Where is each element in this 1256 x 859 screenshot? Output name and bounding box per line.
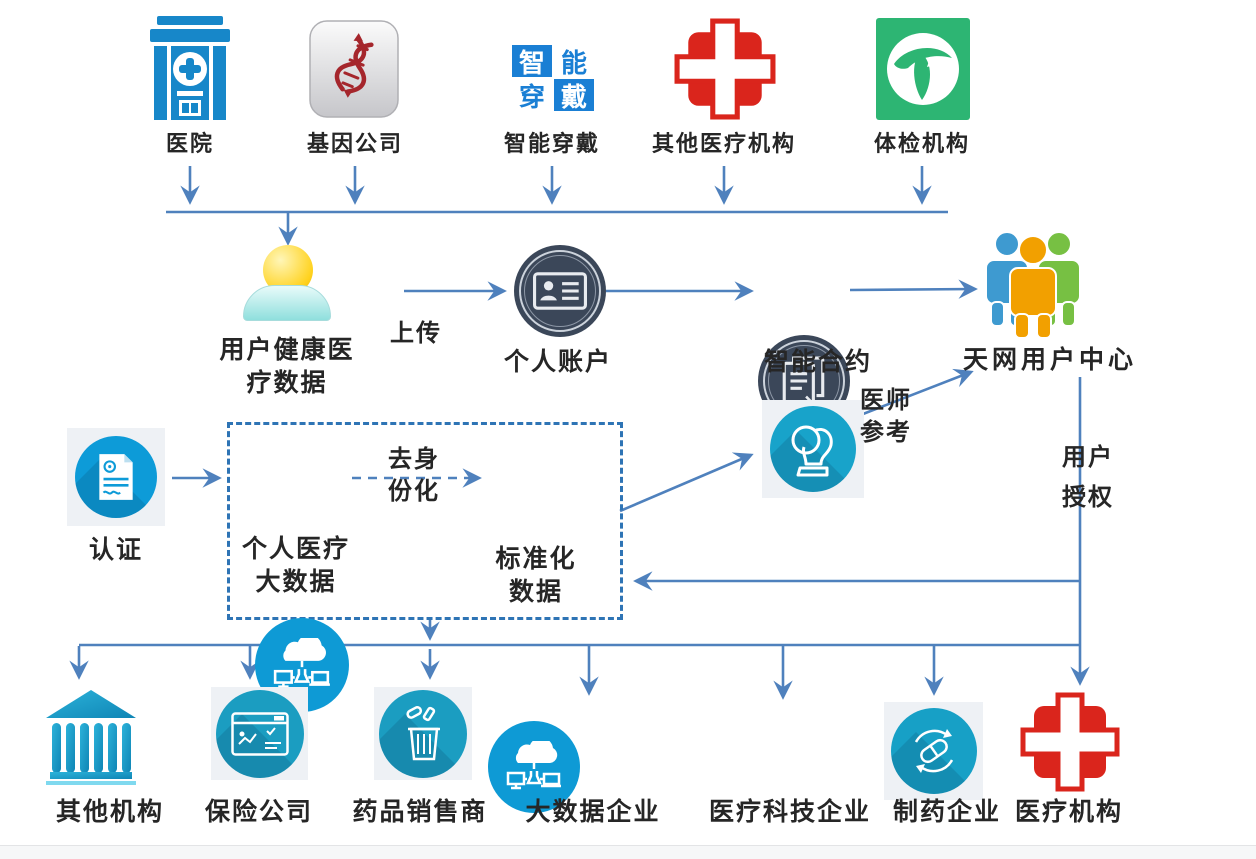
insurance-company-node [211, 687, 308, 780]
smart-wearable-label: 智能穿戴 [503, 131, 600, 156]
physician-reference-node [762, 400, 864, 498]
medical-orgs-node [1018, 692, 1122, 797]
person-body-icon [243, 285, 331, 321]
personal-medical-bigdata-label: 个人医疗 大数据 [241, 535, 350, 596]
personal-account-node [514, 245, 606, 337]
smart-wearable-logo: 智 能 穿 戴 [512, 45, 594, 112]
trash-bin-icon [379, 689, 467, 778]
cloud-data-icon [506, 741, 561, 790]
drug-seller-label: 药品销售商 [352, 798, 488, 826]
wearable-char-1: 智 [512, 45, 552, 78]
bottom-window-strip [0, 845, 1256, 859]
drug-seller-node [374, 687, 472, 780]
bank-building-icon [46, 690, 136, 785]
user-health-data-node [243, 245, 331, 321]
user-group-icon [985, 231, 1081, 339]
physician-reference-icon [770, 406, 856, 492]
upload-edge-label: 上传 [390, 320, 442, 347]
hospital-icon [150, 16, 230, 120]
dna-icon [309, 20, 399, 118]
edge-physician-to-center [862, 368, 974, 416]
other-medical-orgs-node [674, 18, 776, 125]
physical-exam-org-node [876, 18, 970, 125]
cloud-data-icon [273, 638, 330, 688]
deidentification-dashed-box [227, 422, 623, 620]
pharma-enterprise-node [884, 702, 983, 800]
standardized-data-label: 标准化 数据 [495, 545, 577, 606]
gene-company-node [309, 20, 399, 123]
other-institutions-node [44, 688, 138, 791]
physical-exam-org-label: 体检机构 [873, 131, 970, 156]
wearable-char-2: 能 [560, 47, 587, 78]
edge-contract-to-center [849, 279, 978, 299]
deidentification-edge-label: 去身 份化 [388, 446, 440, 505]
standardized-data-node [488, 721, 580, 813]
physician-reference-label: 医师 参考 [860, 387, 912, 446]
personal-account-label: 个人账户 [503, 348, 612, 376]
insurance-browser-icon [215, 689, 304, 778]
edge-box-to-physician [619, 452, 754, 513]
user-authorization-edge-label: 用户 授权 [1062, 444, 1114, 511]
medical-orgs-label: 医疗机构 [1014, 798, 1123, 826]
gene-company-label: 基因公司 [306, 131, 403, 156]
wearable-char-4: 戴 [554, 79, 594, 112]
insurance-company-label: 保险公司 [204, 798, 313, 826]
other-medical-orgs-label: 其他医疗机构 [651, 131, 796, 156]
wearable-char-3: 穿 [518, 81, 545, 112]
user-health-data-label: 用户健康医 疗数据 [219, 336, 355, 397]
certificate-icon [75, 436, 157, 518]
hospital-node [147, 16, 233, 127]
skynet-user-center-node [984, 228, 1082, 345]
skynet-user-center-label: 天网用户中心 [962, 346, 1137, 374]
id-card-icon [533, 272, 587, 310]
red-medical-cross-icon [674, 18, 776, 120]
certification-node [67, 428, 165, 526]
pharma-enterprise-label: 制药企业 [892, 798, 1001, 826]
bigdata-enterprise-label: 大数据企业 [525, 798, 661, 826]
pill-cycle-icon [890, 708, 977, 794]
certification-label: 认证 [88, 536, 143, 564]
medtech-enterprise-label: 医疗科技企业 [708, 798, 871, 826]
smart-contract-label: 智能合约 [763, 348, 872, 376]
hospital-label: 医院 [165, 131, 214, 156]
red-medical-cross-icon [1020, 692, 1120, 792]
health-check-logo-icon [876, 18, 970, 120]
other-institutions-label: 其他机构 [55, 798, 164, 826]
